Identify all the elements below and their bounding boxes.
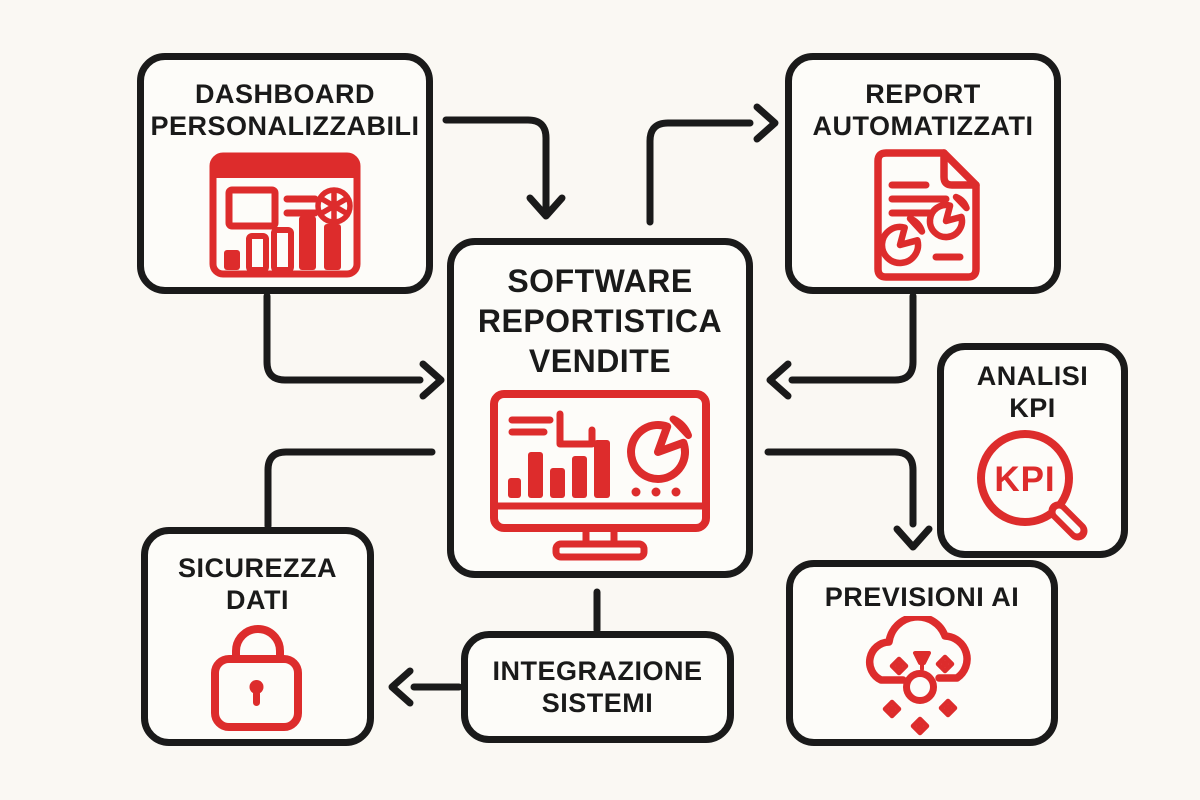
title-line: ANALISI [976,361,1089,391]
arrow-center-to-report [646,103,779,226]
ai-cloud-icon [865,616,971,736]
title-line: DATI [226,585,289,615]
title-line: REPORT [865,79,981,109]
arrow-report-to-center [766,292,917,400]
dashboard-window-icon [209,152,361,277]
kpi-magnifier-label: KPI [994,460,1055,499]
dashboard-icon-wrap [209,142,361,287]
node-dashboard-personalizzabili: DASHBOARD PERSONALIZZABILI [137,53,433,294]
title-line: PREVISIONI AI [824,582,1020,612]
kpi-magnifier-icon: KPI [976,429,1087,540]
title-line: DASHBOARD [195,79,375,109]
padlock-icon [210,624,302,731]
node-analisi-kpi: ANALISI KPI KPI [937,343,1128,558]
title-line: REPORTISTICA [477,303,723,339]
node-sicurezza-dati: SICUREZZA DATI [141,527,374,746]
node-integrazione-title: INTEGRAZIONE SISTEMI [492,655,702,719]
arrow-dashboard-to-center-top [442,116,566,220]
line-center-to-sicurezza [264,448,436,530]
node-sicurezza-title: SICUREZZA DATI [178,552,337,616]
title-line: SISTEMI [541,688,654,718]
node-previsioni-ai: PREVISIONI AI [786,560,1058,746]
title-line: VENDITE [528,343,672,379]
sales-dashboard-monitor-icon [490,390,710,561]
monitor-icon-wrap [490,381,710,571]
arrow-center-to-previsioni [764,448,933,551]
node-integrazione-sistemi: INTEGRAZIONE SISTEMI [461,631,734,743]
title-line: AUTOMATIZZATI [812,111,1034,141]
arrow-integrazione-to-sicurezza [388,667,463,707]
ai-cloud-icon-wrap [847,613,997,739]
node-software-reportistica-vendite: SOFTWARE REPORTISTICA VENDITE [447,238,753,578]
node-previsioni-title: PREVISIONI AI [825,581,1020,613]
node-kpi-title: ANALISI KPI [977,360,1089,424]
node-report-automatizzati: REPORT AUTOMATIZZATI [785,53,1061,294]
title-line: SICUREZZA [178,553,337,583]
title-line: KPI [1009,393,1056,423]
node-report-title: REPORT AUTOMATIZZATI [813,78,1034,142]
arrow-dashboard-to-center-left [263,292,445,400]
title-line: PERSONALIZZABILI [150,111,420,141]
report-document-icon [874,148,980,281]
padlock-icon-wrap [208,616,308,739]
title-line: SOFTWARE [507,263,693,299]
title-line: INTEGRAZIONE [492,656,703,686]
report-icon-wrap [862,142,984,287]
node-dashboard-title: DASHBOARD PERSONALIZZABILI [151,78,420,142]
kpi-icon-wrap: KPI [969,424,1097,551]
node-center-title: SOFTWARE REPORTISTICA VENDITE [478,261,722,381]
